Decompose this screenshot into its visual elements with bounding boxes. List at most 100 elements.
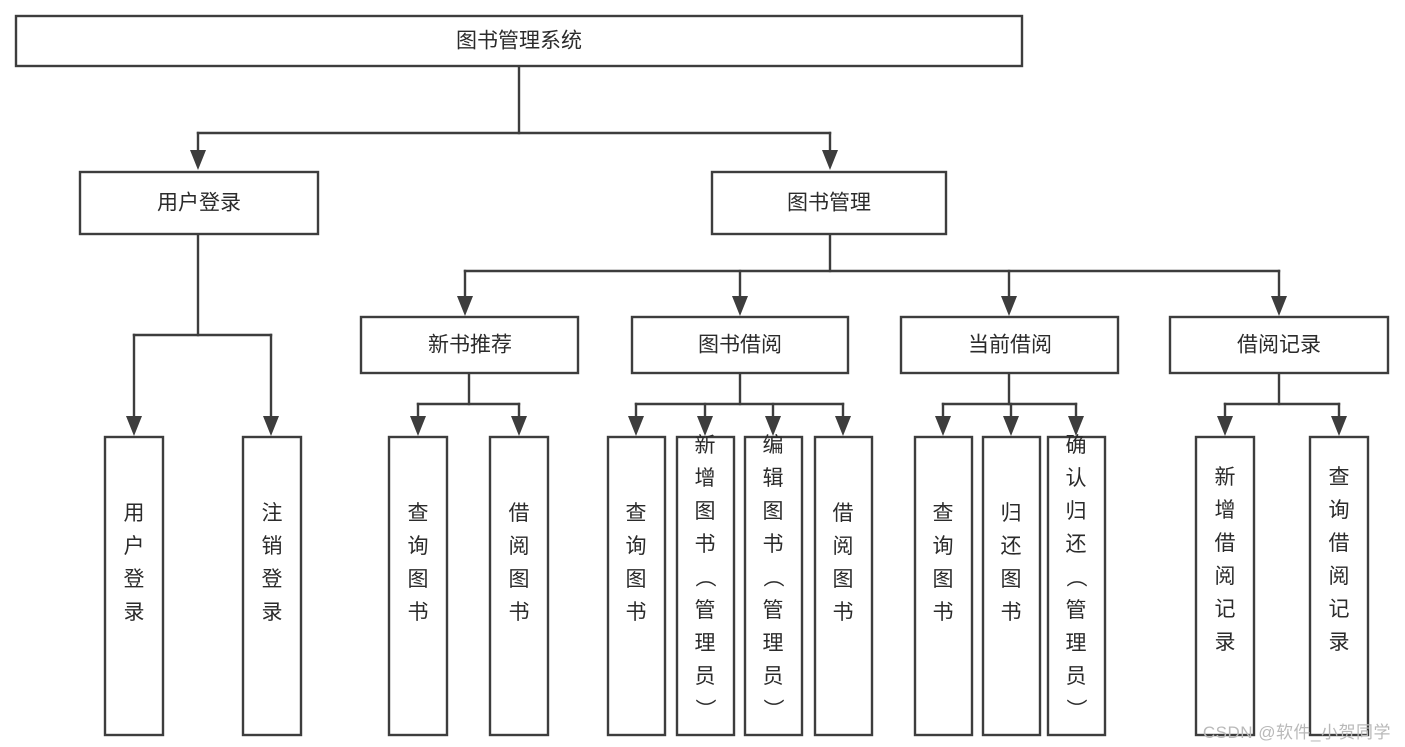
node-user-login-label: 用户登录: [157, 192, 241, 215]
svg-text:询: 询: [408, 535, 429, 558]
svg-text:阅: 阅: [1329, 565, 1350, 588]
svg-text:辑: 辑: [763, 467, 784, 490]
arrow-head-book-borrow-leaf-3: [835, 416, 851, 436]
svg-text:查: 查: [626, 502, 647, 525]
arrow-head-book-borrow: [732, 296, 748, 316]
arrow-head-book-borrow-leaf-2: [765, 416, 781, 436]
svg-text:图: 图: [1001, 568, 1022, 591]
leaf-new-book-0[interactable]: [387, 435, 449, 737]
svg-text:（: （: [693, 567, 716, 588]
node-book-borrow-box[interactable]: [630, 315, 850, 375]
svg-text:还: 还: [1001, 535, 1022, 558]
arrow-head-book-borrow-leaf-0: [628, 416, 644, 436]
node-book-manage-box[interactable]: [710, 170, 948, 236]
svg-text:图: 图: [833, 568, 854, 591]
leaf-book-borrow-1-box[interactable]: [675, 435, 736, 737]
leaf-current-borrow-0-box[interactable]: [913, 435, 974, 737]
svg-text:管: 管: [1066, 599, 1087, 622]
svg-text:图: 图: [626, 568, 647, 591]
leaf-current-borrow-2-box[interactable]: [1046, 435, 1107, 737]
leaf-current-borrow-1[interactable]: [981, 435, 1042, 737]
svg-text:阅: 阅: [833, 535, 854, 558]
node-book-manage[interactable]: 图书管理: [710, 170, 948, 236]
svg-text:员: 员: [763, 665, 784, 688]
svg-text:书: 书: [626, 601, 647, 624]
leaf-book-borrow-0[interactable]: [606, 435, 667, 737]
svg-text:录: 录: [1329, 631, 1350, 654]
svg-text:）: ）: [761, 699, 784, 720]
svg-text:增: 增: [695, 467, 716, 490]
leaf-book-borrow-3-box[interactable]: [813, 435, 874, 737]
leaf-user-login-0[interactable]: [103, 435, 165, 737]
arrow-head-borrow-record-leaf-1: [1331, 416, 1347, 436]
leaf-user-login-1-box[interactable]: [241, 435, 303, 737]
svg-text:理: 理: [695, 632, 716, 655]
svg-text:归: 归: [1066, 500, 1087, 523]
leaf-book-borrow-3[interactable]: [813, 435, 874, 737]
leaf-current-borrow-1-box[interactable]: [981, 435, 1042, 737]
leaf-book-borrow-1[interactable]: [675, 435, 736, 737]
node-root-box[interactable]: [14, 14, 1024, 68]
svg-text:管: 管: [695, 599, 716, 622]
svg-text:户: 户: [124, 535, 145, 558]
leaf-user-login-0-box[interactable]: [103, 435, 165, 737]
node-new-book-recommend-box[interactable]: [359, 315, 580, 375]
svg-text:图: 图: [763, 500, 784, 523]
svg-text:图: 图: [695, 500, 716, 523]
node-root-system[interactable]: 图书管理系统: [14, 14, 1024, 68]
svg-text:理: 理: [1066, 632, 1087, 655]
leaf-new-book-1[interactable]: [488, 435, 550, 737]
svg-text:书: 书: [763, 533, 784, 556]
leaf-borrow-record-0[interactable]: [1194, 435, 1256, 737]
node-book-borrow-label: 图书借阅: [698, 334, 782, 357]
node-book-borrow[interactable]: 图书借阅: [630, 315, 850, 375]
node-borrow-record[interactable]: 借阅记录: [1168, 315, 1390, 375]
leaf-current-borrow-2[interactable]: [1046, 435, 1107, 737]
svg-text:录: 录: [262, 601, 283, 624]
leaf-book-borrow-0-box[interactable]: [606, 435, 667, 737]
leaf-borrow-record-0-box[interactable]: [1194, 435, 1256, 737]
svg-text:阅: 阅: [1215, 565, 1236, 588]
svg-text:）: ）: [693, 699, 716, 720]
svg-text:（: （: [761, 567, 784, 588]
node-current-borrow-box[interactable]: [899, 315, 1120, 375]
svg-text:归: 归: [1001, 502, 1022, 525]
svg-text:图: 图: [933, 568, 954, 591]
svg-text:借: 借: [509, 502, 530, 525]
leaf-new-book-1-box[interactable]: [488, 435, 550, 737]
svg-text:录: 录: [1215, 631, 1236, 654]
svg-text:借: 借: [1215, 532, 1236, 555]
leaf-user-login-1[interactable]: [241, 435, 303, 737]
arrow-head-book-manage: [822, 150, 838, 170]
node-user-login-box[interactable]: [78, 170, 320, 236]
leaf-current-borrow-0[interactable]: [913, 435, 974, 737]
arrow-head-new-book-leaf-1: [511, 416, 527, 436]
svg-text:登: 登: [262, 568, 283, 591]
arrow-head-current-borrow-leaf-0: [935, 416, 951, 436]
node-user-login[interactable]: 用户登录: [78, 170, 320, 236]
svg-text:书: 书: [408, 601, 429, 624]
leaf-borrow-record-1[interactable]: [1308, 435, 1370, 737]
node-new-book-recommend[interactable]: 新书推荐: [359, 315, 580, 375]
leaf-book-borrow-2[interactable]: [743, 435, 804, 737]
arrow-head-user-login: [190, 150, 206, 170]
leaf-borrow-record-1-box[interactable]: [1308, 435, 1370, 737]
leaf-new-book-0-box[interactable]: [387, 435, 449, 737]
leaf-book-borrow-2-box[interactable]: [743, 435, 804, 737]
svg-text:新: 新: [1215, 466, 1236, 489]
node-borrow-record-box[interactable]: [1168, 315, 1390, 375]
node-current-borrow-label: 当前借阅: [968, 334, 1052, 357]
svg-text:注: 注: [262, 502, 283, 525]
node-current-borrow[interactable]: 当前借阅: [899, 315, 1120, 375]
svg-text:查: 查: [1329, 466, 1350, 489]
arrow-head-user-login-leaf-1: [263, 416, 279, 436]
svg-text:图: 图: [509, 568, 530, 591]
svg-text:确: 确: [1066, 434, 1087, 457]
